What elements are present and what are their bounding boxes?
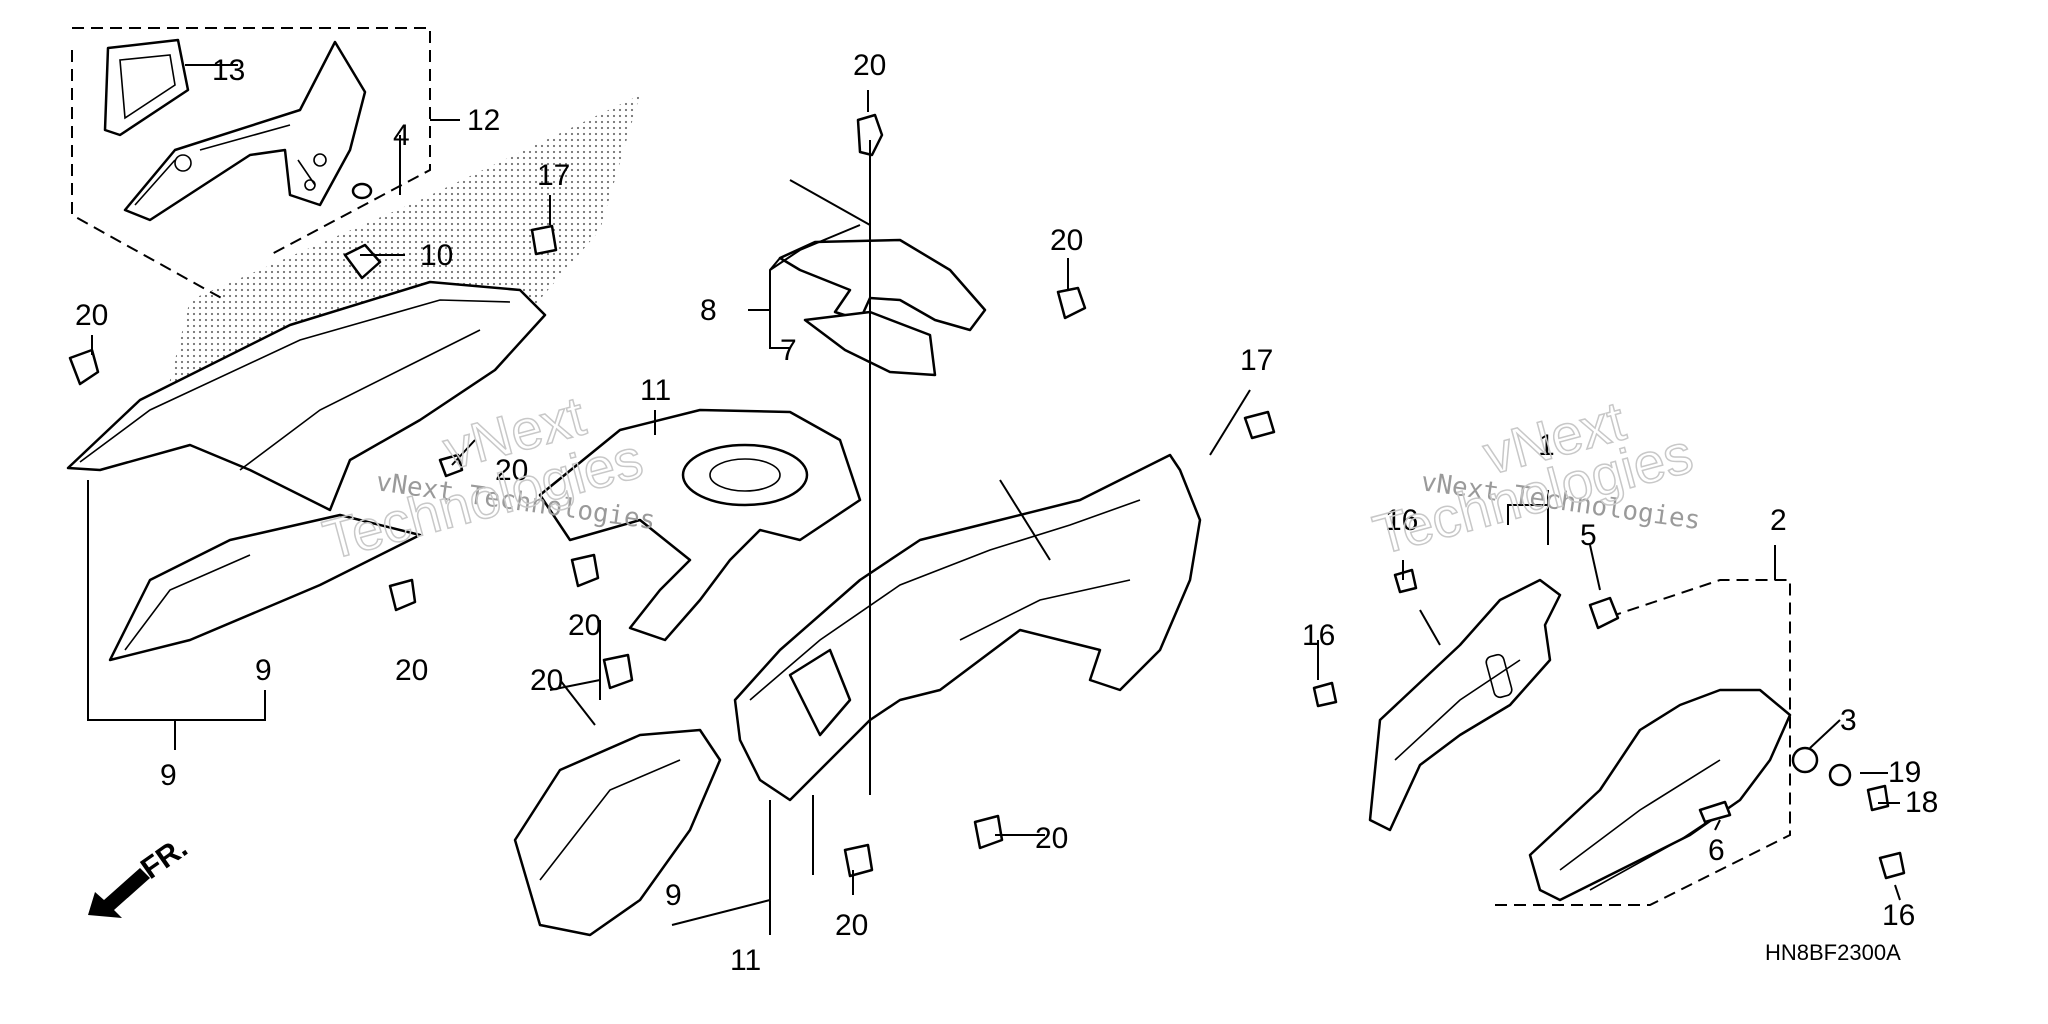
callout-numbers: 13 12 4 10 17 20 11 20 20 20 8 7 17 9 9 … (75, 49, 1938, 977)
part-3-grommet (1791, 746, 1819, 774)
clip-20 (856, 113, 884, 157)
callout-20c: 20 (853, 49, 886, 82)
callout-10: 9 (160, 759, 177, 792)
callout-20e: 20 (395, 654, 428, 687)
callout-20i: 20 (1035, 822, 1068, 855)
bolt-17 (530, 224, 558, 256)
bolt-16 (1878, 851, 1906, 880)
callout-9a: 9 (255, 654, 272, 687)
wing-emblem (788, 648, 852, 737)
callout-13: 11 (640, 374, 671, 407)
part-9-strip-left (108, 513, 422, 662)
callout-20g: 20 (530, 664, 563, 697)
diagram-code: HN8BF2300A (1765, 940, 1901, 965)
clip-20 (602, 653, 634, 690)
part-15-grommet-plate (103, 38, 190, 137)
part-11-nut (343, 243, 382, 280)
bolt-16 (1312, 681, 1338, 708)
callout-14: 12 (467, 104, 500, 137)
part-4-nut (351, 182, 373, 200)
clip-20 (388, 578, 417, 612)
part-12-front-cover (733, 453, 1202, 802)
callout-12: 11 (730, 944, 761, 977)
clip-20 (843, 843, 874, 878)
callout-16b: 16 (1302, 619, 1335, 652)
callout-3: 3 (1840, 704, 1857, 737)
callout-20a: 20 (75, 299, 108, 332)
callout-5: 5 (1580, 519, 1597, 552)
callout-18: 18 (1905, 786, 1938, 819)
callout-16a: 16 (1385, 504, 1418, 537)
callout-1: 1 (1538, 429, 1555, 462)
callout-19: 19 (1888, 756, 1921, 789)
callout-7: 7 (780, 334, 797, 367)
callout-8: 8 (700, 294, 717, 327)
part-9-strip-center (513, 728, 722, 937)
callout-20d: 20 (1050, 224, 1083, 257)
part-8-guard (778, 238, 987, 332)
fuel-cap-ring (681, 443, 809, 507)
part-6-clip (1698, 800, 1732, 824)
clip-20 (68, 348, 100, 386)
part-5-clip (1588, 596, 1620, 630)
part-2-cover (1528, 688, 1792, 902)
clip-20 (973, 814, 1004, 850)
callout-20h: 20 (835, 909, 868, 942)
group-box-14 (71, 27, 431, 301)
clip-20 (1056, 286, 1087, 320)
callout-9b: 9 (665, 879, 682, 912)
part-14-side-cover (123, 40, 367, 222)
callout-6: 6 (1708, 834, 1725, 867)
fasteners (68, 113, 1906, 880)
bolt-18 (1866, 784, 1890, 812)
callout-17a: 17 (537, 159, 570, 192)
part-19-washer (1828, 763, 1852, 787)
callout-16c: 16 (1882, 899, 1915, 932)
front-direction-arrow: FR. (88, 831, 194, 918)
bolt-17 (1243, 410, 1276, 440)
group-box-2 (1495, 579, 1791, 906)
part-10-side-cover (66, 280, 547, 512)
callout-4: 4 (393, 119, 410, 152)
clip-20 (570, 553, 600, 588)
callout-17b: 17 (1240, 344, 1273, 377)
callout-15: 13 (212, 54, 245, 87)
callout-20f: 20 (568, 609, 601, 642)
leader-lines (87, 64, 1901, 935)
callout-2: 2 (1770, 504, 1787, 537)
part-1-bracket (1368, 578, 1562, 832)
bolt-16 (1393, 568, 1418, 594)
callout-11: 10 (420, 239, 453, 272)
callout-20b: 20 (495, 454, 528, 487)
